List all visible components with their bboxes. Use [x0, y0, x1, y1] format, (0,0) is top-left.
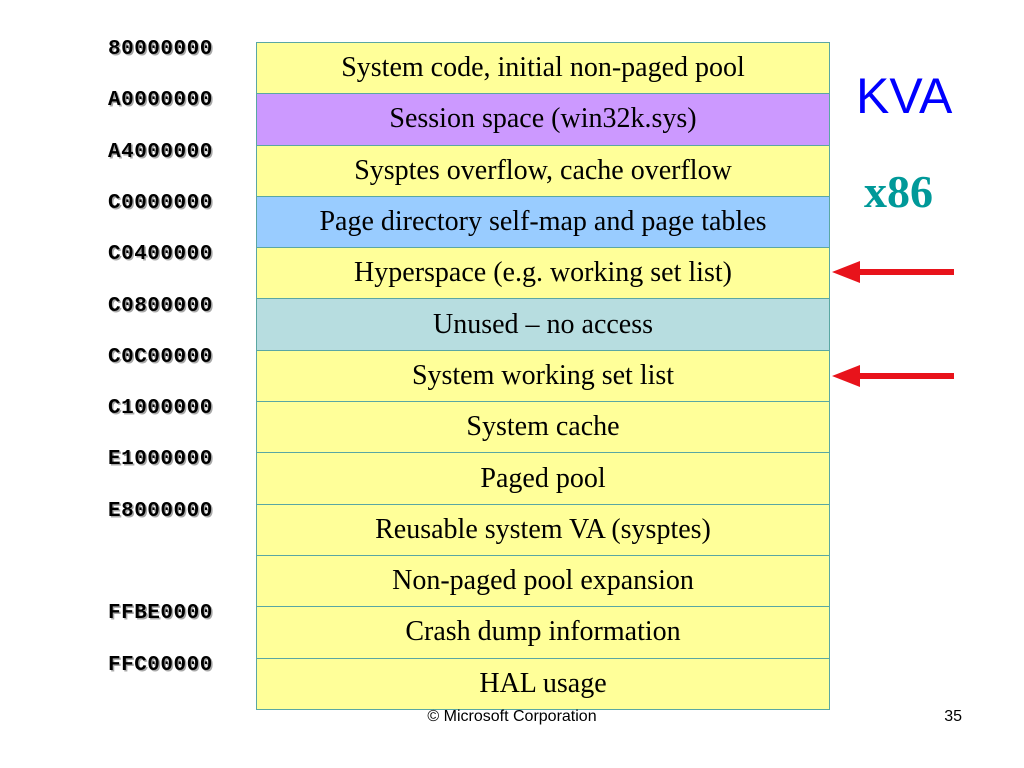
- footer-copyright: © Microsoft Corporation: [427, 708, 597, 725]
- arrow-hyperspace-icon: [832, 261, 954, 283]
- address-label: C0C00000: [108, 345, 213, 369]
- region-row: Page directory self-map and page tables: [257, 195, 829, 248]
- address-label: C0400000: [108, 243, 213, 267]
- region-row: Crash dump information: [257, 606, 829, 658]
- address-label: 80000000: [108, 38, 213, 61]
- address-label: FFC00000: [108, 653, 213, 677]
- address-label: C0800000: [108, 294, 213, 318]
- arrow-system-working-set-icon: [832, 365, 954, 387]
- x86-subtitle: x86: [864, 166, 933, 217]
- region-row: Session space (win32k.sys): [257, 93, 829, 145]
- address-label: C1000000: [108, 397, 213, 421]
- region-row: Reusable system VA (sysptes): [257, 503, 829, 555]
- address-label: C0000000: [108, 191, 213, 215]
- region-row: System code, initial non-paged pool: [257, 42, 829, 94]
- region-row: Hyperspace (e.g. working set list): [257, 247, 829, 299]
- region-row: System working set list: [257, 349, 829, 402]
- kva-title: KVA: [856, 68, 953, 124]
- region-row: Unused – no access: [257, 298, 829, 350]
- region-row: Sysptes overflow, cache overflow: [257, 144, 829, 196]
- page-number: 35: [944, 708, 962, 725]
- region-row: HAL usage: [257, 657, 829, 709]
- region-row: Paged pool: [257, 452, 829, 504]
- address-label: FFBE0000: [108, 602, 213, 626]
- address-label: E8000000: [108, 499, 213, 523]
- region-row: Non-paged pool expansion: [257, 554, 829, 607]
- address-label: A4000000: [108, 140, 213, 164]
- address-label: A0000000: [108, 89, 213, 113]
- address-label: E1000000: [108, 448, 213, 472]
- region-row: System cache: [257, 401, 829, 453]
